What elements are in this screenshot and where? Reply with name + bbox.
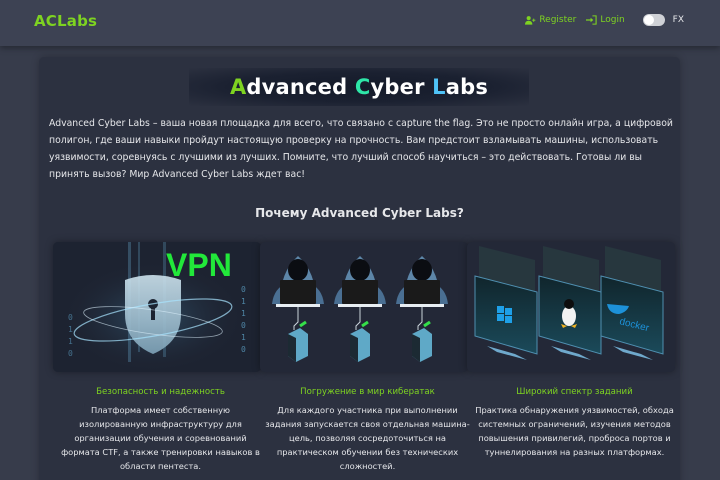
svg-text:1: 1 — [241, 333, 246, 342]
feature-description: Практика обнаружения уязвимостей, обхода… — [475, 405, 674, 457]
os-monitors-icon: docker — [467, 242, 675, 372]
fx-label: FX — [672, 15, 684, 25]
title-part-abs: abs — [445, 75, 489, 99]
feature-title: Широкий спектр заданий — [516, 387, 633, 397]
svg-text:1: 1 — [68, 325, 73, 334]
svg-text:VPN: VPN — [166, 247, 232, 283]
svg-text:0: 0 — [241, 321, 246, 330]
main-content: Advanced Cyber Labs Advanced Cyber Labs … — [39, 57, 680, 480]
feature-title: Погружение в мир кибератак — [300, 387, 435, 397]
svg-text:0: 0 — [68, 313, 73, 322]
title-letter-c: C — [354, 75, 371, 99]
brand-logo[interactable]: ACLabs — [34, 12, 98, 30]
register-link[interactable]: Register — [525, 15, 576, 25]
svg-text:0: 0 — [241, 285, 246, 294]
login-label: Login — [600, 15, 625, 25]
top-navbar: ACLabs Register Login FX — [0, 0, 720, 46]
vpn-shield-illustration: 0 1 1 0 0 1 1 0 1 0 VPN — [53, 242, 261, 372]
svg-text:1: 1 — [241, 297, 246, 306]
hero-title: Advanced Cyber Labs — [230, 75, 488, 99]
hero-title-banner: Advanced Cyber Labs — [189, 68, 529, 106]
user-plus-icon — [525, 16, 536, 25]
intro-paragraph: Advanced Cyber Labs – ваша новая площадк… — [49, 118, 673, 180]
hackers-icon — [260, 242, 468, 372]
os-monitors-illustration: docker — [467, 242, 675, 372]
feature-description: Для каждого участника при выполнении зад… — [265, 405, 470, 471]
hackers-servers-illustration — [260, 242, 468, 372]
svg-text:0: 0 — [68, 349, 73, 358]
features-grid: 0 1 1 0 0 1 1 0 1 0 VPN — [39, 236, 680, 480]
svg-text:0: 0 — [241, 345, 246, 354]
login-link[interactable]: Login — [586, 15, 625, 25]
feature-description: Платформа имеет собственную изолированну… — [61, 405, 260, 471]
register-label: Register — [539, 15, 577, 25]
title-letter-a: A — [229, 75, 247, 99]
title-letter-l: L — [432, 75, 446, 99]
sign-in-icon — [586, 15, 598, 25]
nav-actions: Register Login FX — [525, 14, 684, 26]
feature-title: Безопасность и надежность — [96, 387, 225, 397]
svg-text:1: 1 — [68, 337, 73, 346]
svg-text:1: 1 — [241, 309, 246, 318]
title-part-yber: yber — [370, 75, 433, 99]
vpn-shield-icon: 0 1 1 0 0 1 1 0 1 0 VPN — [53, 242, 261, 372]
fx-toggle[interactable] — [642, 14, 665, 26]
why-section-title: Почему Advanced Cyber Labs? — [255, 206, 464, 220]
title-part-dvanced: dvanced — [246, 75, 355, 99]
